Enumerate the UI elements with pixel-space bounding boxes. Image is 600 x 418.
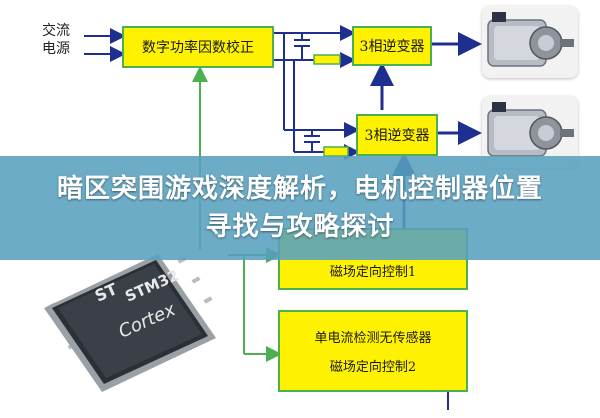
control-2-line1: 单电流检测无传感器 <box>314 331 432 346</box>
ac-source-line1: 交流 <box>42 23 70 39</box>
inverter-block-1: 3相逆变器 <box>352 26 432 66</box>
inverter-2-label: 3相逆变器 <box>364 128 430 144</box>
motor-icon <box>482 6 578 78</box>
resistor-icon <box>313 54 341 65</box>
title-banner: 暗区突围游戏深度解析，电机控制器位置寻找与攻略探讨 <box>0 156 600 260</box>
motor-output-arrows <box>432 32 482 145</box>
inverter-1-label: 3相逆变器 <box>359 39 425 55</box>
capacitor-icon <box>294 33 310 60</box>
control-1-line1: 磁场定向控制1 <box>329 264 417 280</box>
dc-bus-lines <box>274 25 360 160</box>
resistor-icon <box>323 146 349 157</box>
ac-input-lines <box>84 28 126 62</box>
capacitor-icon <box>304 130 320 152</box>
banner-title: 暗区突围游戏深度解析，电机控制器位置寻找与攻略探讨 <box>56 174 543 242</box>
pfc-block-label: 数字功率因数校正 <box>142 40 254 56</box>
control-block-2: 单电流检测无传感器 磁场定向控制2 <box>278 310 468 392</box>
control-2-line2: 磁场定向控制2 <box>329 360 417 375</box>
ac-source-line2: 电源 <box>42 41 70 57</box>
stm32-chip-icon: ST STM32 Cortex <box>28 246 228 396</box>
ac-source-label: 交流 电源 <box>42 22 70 58</box>
pfc-block: 数字功率因数校正 <box>122 26 274 68</box>
inverter-block-2: 3相逆变器 <box>356 114 438 156</box>
